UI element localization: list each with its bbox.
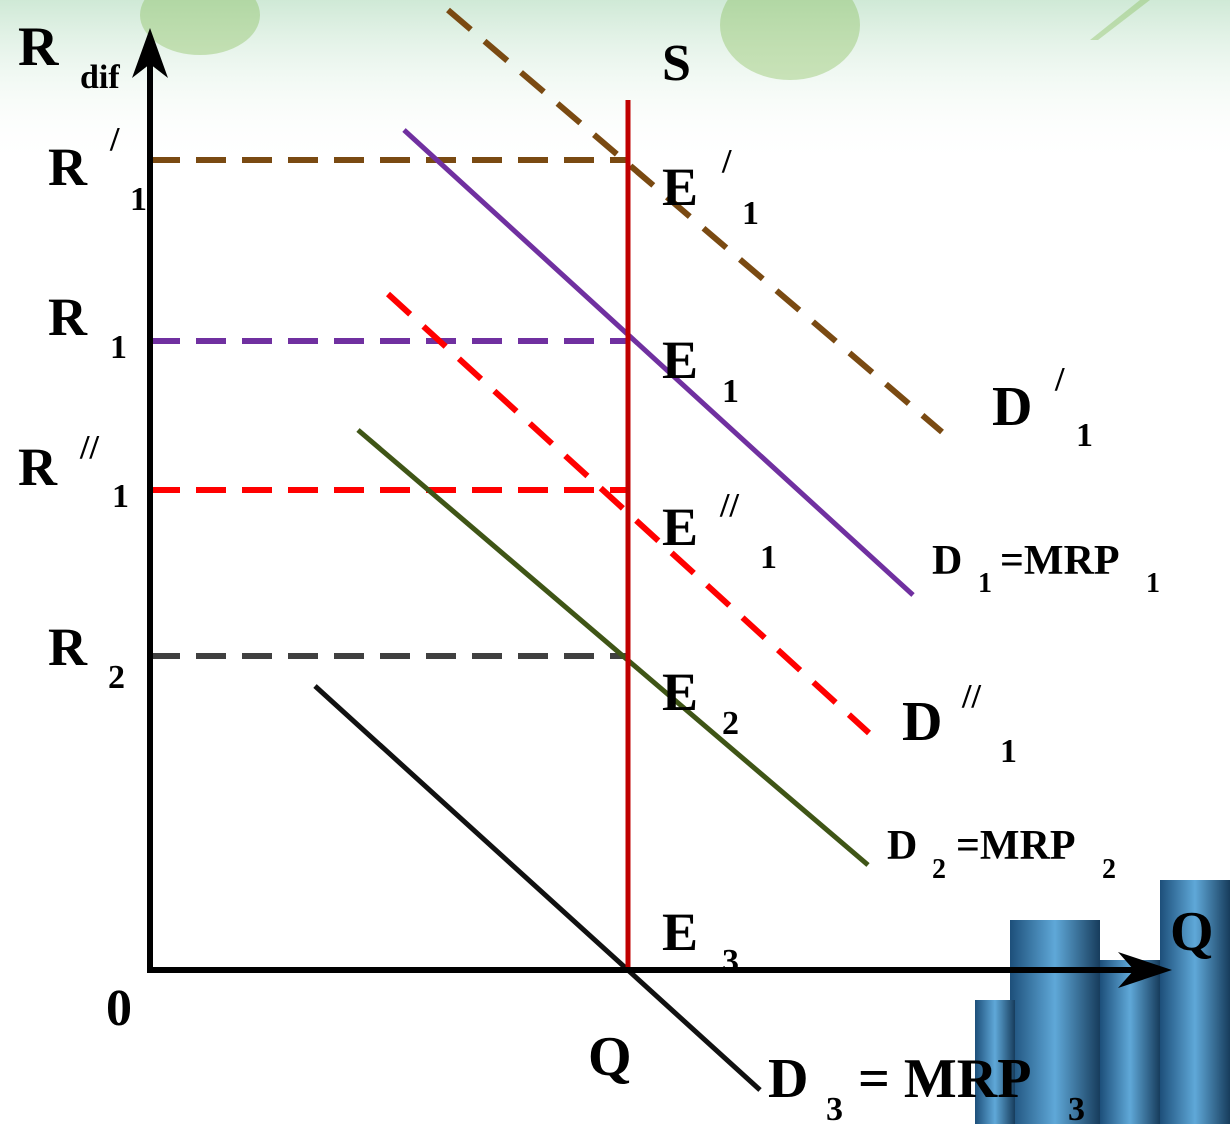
origin-label: 0 <box>106 980 132 1037</box>
demand-curve-d3 <box>315 686 760 1090</box>
curve-label-d1-double-prime: D <box>902 691 942 753</box>
equilibrium-label-e1-prime: E <box>662 157 698 217</box>
rent-level-sub-r2: 2 <box>108 659 125 696</box>
curve-sup-d1-double-prime: // <box>961 678 981 715</box>
quantity-tick-label: Q <box>588 1026 632 1088</box>
rent-level-label-r1: R <box>48 287 88 347</box>
curve-sub2-d2: 2 <box>1102 854 1116 885</box>
equilibrium-sub-e1: 1 <box>722 373 739 410</box>
equilibrium-label-e3: E <box>662 902 698 962</box>
rent-level-sub-r1-prime: 1 <box>130 181 147 218</box>
curve-sub2-d3: 3 <box>1068 1091 1085 1124</box>
curve-eq-d2: =MRP <box>956 823 1076 869</box>
rent-level-label-r1-double-prime: R <box>18 437 58 497</box>
curve-eq-d3: = MRP <box>858 1048 1031 1110</box>
supply-label: S <box>662 35 691 92</box>
equilibrium-label-e2: E <box>662 662 698 722</box>
curve-label-d1: D <box>932 538 962 584</box>
curve-sub2-d1: 1 <box>1146 568 1160 599</box>
curve-sub-d1-prime: 1 <box>1076 417 1093 454</box>
rent-level-label-r1-prime: R <box>48 137 88 197</box>
curve-sub-d1-double-prime: 1 <box>1000 733 1017 770</box>
equilibrium-sup-e1-prime: / <box>721 143 732 180</box>
equilibrium-sup-e1-double-prime: // <box>719 487 739 524</box>
equilibrium-sub-e3: 3 <box>722 943 739 980</box>
curve-sub-d3: 3 <box>826 1091 843 1124</box>
curve-label-d3: D <box>768 1048 808 1110</box>
rent-level-sub-r1: 1 <box>110 329 127 366</box>
curve-sub-d2: 2 <box>932 854 946 885</box>
demand-curve-d2 <box>358 430 868 865</box>
curve-label-d2: D <box>887 823 917 869</box>
rent-level-sup-r1-double-prime: // <box>79 429 99 466</box>
equilibrium-sub-e1-double-prime: 1 <box>760 539 777 576</box>
y-axis-label: R <box>18 16 59 78</box>
curve-eq-d1: =MRP <box>1000 538 1120 584</box>
curve-sub-d1: 1 <box>978 568 992 599</box>
equilibrium-sub-e1-prime: 1 <box>742 195 759 232</box>
rent-level-label-r2: R <box>48 617 88 677</box>
equilibrium-sub-e2: 2 <box>722 705 739 742</box>
curve-sup-d1-prime: / <box>1054 361 1065 398</box>
demand-curve-d1 <box>404 130 913 595</box>
rent-level-sup-r1-prime: / <box>109 121 120 158</box>
equilibrium-label-e1: E <box>662 330 698 390</box>
equilibrium-label-e1-double-prime: E <box>662 497 698 557</box>
rent-level-sub-r1-double-prime: 1 <box>112 478 129 515</box>
y-axis-label-subscript: dif <box>80 59 120 96</box>
curve-label-d1-prime: D <box>992 376 1032 438</box>
x-axis-label: Q <box>1170 901 1214 963</box>
